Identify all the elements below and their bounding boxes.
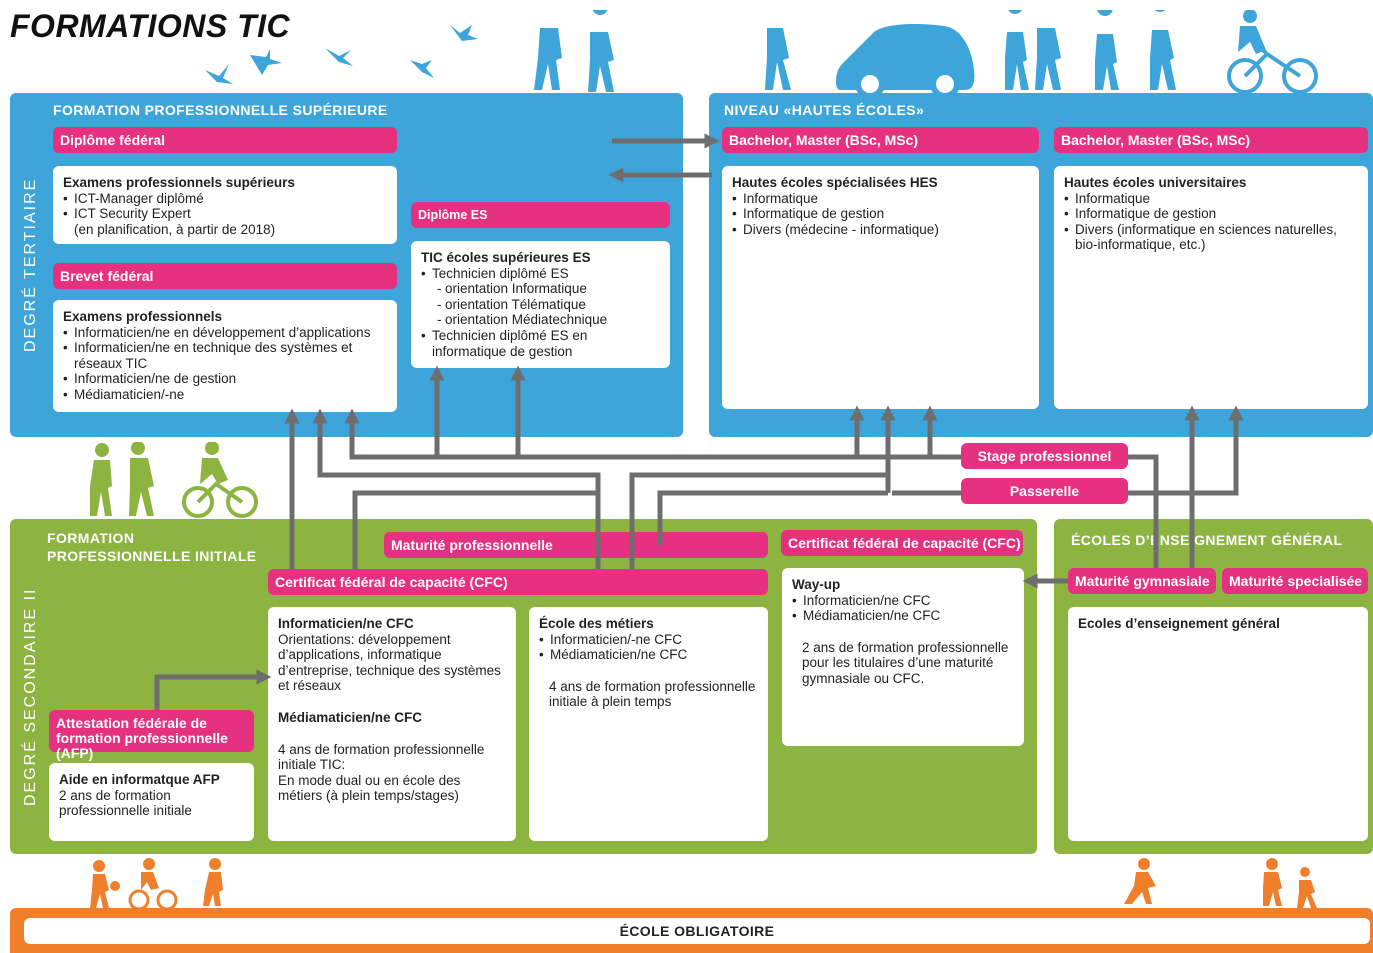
- afp-box: Aide en informatque AFP 2 ans de formati…: [49, 763, 254, 841]
- walker-icon: [1150, 10, 1176, 90]
- media-title: Médiamaticien/ne CFC: [278, 709, 423, 725]
- list-item: Informaticien/ne en technique des systèm…: [63, 340, 387, 371]
- stage-professionnel-label: Stage professionnel: [961, 443, 1128, 469]
- diplome-es-label: Diplôme ES: [411, 202, 670, 228]
- bird-icon: [250, 49, 282, 75]
- list-item: Médiamaticien/-ne: [63, 387, 387, 403]
- degre-tertiaire-label: DEGRÉ TERTIAIRE: [22, 177, 39, 352]
- eps-title: Examens professionnels supérieurs: [63, 175, 295, 190]
- afp-text: 2 ans de formation professionnelle initi…: [59, 787, 192, 819]
- eeg-title: Ecoles d’enseignement général: [1078, 616, 1280, 631]
- children-silhouettes-left: [90, 858, 223, 910]
- hes-box: Hautes écoles spécialisées HES Informati…: [722, 166, 1039, 409]
- ep-box: Examens professionnels Informaticien/ne …: [53, 300, 397, 412]
- eps-box: Examens professionnels supérieurs ICT-Ma…: [53, 166, 397, 244]
- people-silhouettes-top: [205, 10, 1318, 98]
- eeg-box: Ecoles d’enseignement général: [1068, 607, 1368, 841]
- es-box: TIC écoles supérieures ES Technicien dip…: [411, 241, 670, 368]
- hu-title: Hautes écoles universitaires: [1064, 175, 1247, 190]
- people-silhouettes-middle: [90, 442, 258, 518]
- list-item: Technicien diplômé ES en informatique de…: [421, 328, 660, 359]
- ecole-obligatoire-label: ÉCOLE OBLIGATOIRE: [24, 918, 1370, 944]
- bird-icon: [325, 48, 353, 66]
- walker-icon: [90, 460, 112, 516]
- afp-label: Attestation fédérale de formation profes…: [49, 710, 254, 761]
- walker-icon: [1005, 10, 1029, 90]
- page-title: FORMATIONS TIC: [10, 8, 291, 44]
- em-text: 4 ans de formation professionnelle initi…: [549, 678, 756, 710]
- walker-icon: [129, 458, 154, 516]
- cfc-label: Certificat fédéral de capacité (CFC): [268, 569, 768, 595]
- list-item: Médiamaticien/ne CFC: [539, 647, 758, 663]
- info-title: Informaticien/ne CFC: [278, 616, 414, 631]
- list-item: Informaticien/-ne CFC: [539, 632, 758, 648]
- diplome-federal-label: Diplôme fédéral: [53, 127, 397, 153]
- brevet-federal-label: Brevet fédéral: [53, 263, 397, 289]
- media-text2: En mode dual ou en école des métiers (à …: [278, 772, 461, 804]
- cyclist-icon: [1238, 26, 1266, 54]
- es-title: TIC écoles supérieures ES: [421, 250, 591, 265]
- maturite-pro-label: Maturité professionnelle: [384, 532, 768, 558]
- fpi-heading: FORMATION PROFESSIONNELLE INITIALE: [47, 530, 257, 564]
- eeg-heading: ÉCOLES D’ENSEIGNEMENT GÉNÉRAL: [1071, 532, 1343, 548]
- bird-icon: [410, 60, 434, 78]
- hu-box: Hautes écoles universitaires Informatiqu…: [1054, 166, 1368, 409]
- he-heading: NIVEAU «HAUTES ÉCOLES»: [724, 102, 925, 118]
- child-icon: [1263, 872, 1282, 906]
- child-icon: [1297, 880, 1317, 908]
- skater-icon: [1124, 872, 1156, 904]
- bird-icon: [205, 64, 233, 84]
- fps-heading: FORMATION PROFESSIONNELLE SUPÉRIEURE: [53, 102, 388, 118]
- hes-title: Hautes écoles spécialisées HES: [732, 175, 938, 190]
- child-cyclist-icon: [141, 872, 159, 890]
- bachelor-hes-label: Bachelor, Master (BSc, MSc): [722, 127, 1039, 153]
- cyclist-icon: [200, 458, 228, 484]
- media-text1: 4 ans de formation professionnelle initi…: [278, 741, 485, 773]
- list-item: orientation Télématique: [421, 297, 660, 313]
- list-item: orientation Informatique: [421, 281, 660, 297]
- passerelle-label: Passerelle: [961, 478, 1128, 504]
- children-silhouettes-right: [1124, 858, 1317, 908]
- em-title: École des métiers: [539, 616, 654, 631]
- list-item: Informatique de gestion: [1064, 206, 1358, 222]
- info-text: Orientations: développement d’applicatio…: [278, 631, 501, 694]
- scooter-child-icon: [203, 872, 223, 906]
- info-media-box: Informaticien/ne CFC Orientations: dével…: [268, 607, 516, 841]
- ecole-metiers-box: École des métiers Informaticien/-ne CFC …: [529, 607, 768, 841]
- wayup-box: Way-up Informaticien/ne CFC Médiamaticie…: [782, 568, 1024, 746]
- ep-title: Examens professionnels: [63, 309, 223, 324]
- maturite-specialisee-label: Maturité specialisée: [1222, 568, 1368, 594]
- list-item: Technicien diplômé ES: [421, 266, 660, 282]
- list-item: Divers (médecine - informatique): [732, 222, 1029, 238]
- list-item: orientation Médiatechnique: [421, 312, 660, 328]
- list-item: Informatique: [1064, 191, 1358, 207]
- list-item: Informatique: [732, 191, 1029, 207]
- list-item: ICT-Manager diplômé: [63, 191, 387, 207]
- maturite-gymnasiale-label: Maturité gymnasiale: [1068, 568, 1216, 594]
- eps-note: (en planification, à partir de 2018): [74, 221, 276, 237]
- cfc-wayup-label: Certificat fédéral de capacité (CFC): [781, 530, 1023, 556]
- list-item: Informatique de gestion: [732, 206, 1029, 222]
- degre-secondaire-label: DEGRÉ SECONDAIRE II: [22, 587, 39, 806]
- afp-title: Aide en informatque AFP: [59, 772, 220, 787]
- walker-icon: [588, 10, 614, 92]
- list-item: Divers (informatique en sciences naturel…: [1064, 222, 1358, 253]
- wayup-text: 2 ans de formation professionnelle pour …: [802, 639, 1009, 686]
- wayup-title: Way-up: [792, 577, 841, 592]
- walker-icon: [765, 10, 791, 90]
- list-item: Médiamaticien/ne CFC: [792, 608, 1014, 624]
- walker-icon: [534, 10, 562, 90]
- list-item: Informaticien/ne de gestion: [63, 371, 387, 387]
- list-item: Informaticien/ne en développement d’appl…: [63, 325, 387, 341]
- bird-icon: [450, 25, 478, 41]
- walker-icon: [1035, 10, 1061, 90]
- bachelor-hu-label: Bachelor, Master (BSc, MSc): [1054, 127, 1368, 153]
- list-item: Informaticien/ne CFC: [792, 593, 1014, 609]
- walker-icon: [1095, 10, 1119, 90]
- list-item: ICT Security Expert: [63, 206, 387, 222]
- child-icon: [90, 874, 109, 908]
